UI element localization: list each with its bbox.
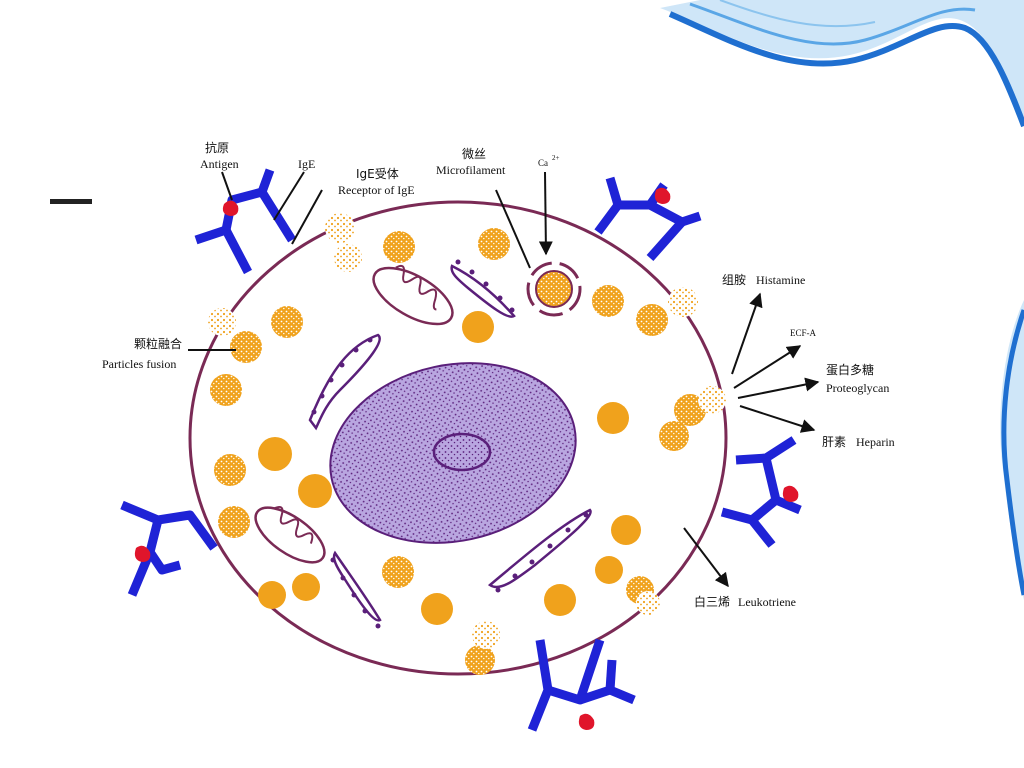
ige-antibody — [720, 436, 802, 548]
label-proteoglycan-en: Proteoglycan — [826, 381, 889, 395]
arrows — [538, 171, 820, 588]
microfilament-ring — [526, 261, 582, 317]
nucleus — [329, 362, 577, 544]
mitochondrion — [254, 505, 326, 564]
label-proteoglycan-cn: 蛋白多糖 — [826, 362, 874, 377]
label-microfilament-cn: 微丝 — [462, 147, 486, 161]
label-heparin-en: Heparin — [856, 435, 895, 449]
label-fusion-cn: 颗粒融合 — [134, 336, 182, 351]
label-histamine-cn: 组胺 — [722, 273, 746, 287]
label-antigen-en: Antigen — [200, 157, 239, 171]
er-ribosomes — [311, 259, 589, 629]
label-heparin-cn: 肝素 — [822, 435, 846, 449]
title-bar — [50, 199, 92, 204]
label-histamine-en: Histamine — [756, 273, 805, 287]
antigen-blob — [134, 545, 151, 562]
antigen-blob — [222, 200, 239, 216]
label-leukotriene-en: Leukotriene — [738, 595, 796, 609]
label-calcium-charge: 2+ — [552, 154, 560, 162]
label-ecfa: ECF-A — [790, 328, 817, 338]
label-calcium: Ca — [538, 158, 548, 168]
label-microfilament-en: Microfilament — [436, 163, 506, 177]
ige-antibody — [194, 168, 296, 275]
label-antigen-cn: 抗原 — [205, 140, 229, 155]
swirl-decoration-top — [660, 0, 1024, 128]
antigen-blob — [654, 187, 671, 204]
granules-released — [208, 213, 726, 649]
swirl-decoration-right — [1000, 300, 1024, 600]
label-ige: IgE — [298, 157, 315, 171]
label-leukotriene-cn: 白三烯 — [694, 594, 730, 609]
mitochondrion — [372, 264, 454, 326]
ige-antibody — [527, 638, 636, 732]
endoplasmic-reticulum — [308, 264, 592, 622]
granules-solid — [258, 311, 641, 625]
label-fusion-en: Particles fusion — [102, 357, 176, 371]
leader-lines — [188, 171, 531, 351]
antigen-blob — [782, 485, 799, 502]
label-receptor-en: Receptor of IgE — [338, 183, 415, 197]
antigen-blob — [578, 713, 595, 730]
label-receptor-cn: IgE受体 — [356, 167, 399, 181]
